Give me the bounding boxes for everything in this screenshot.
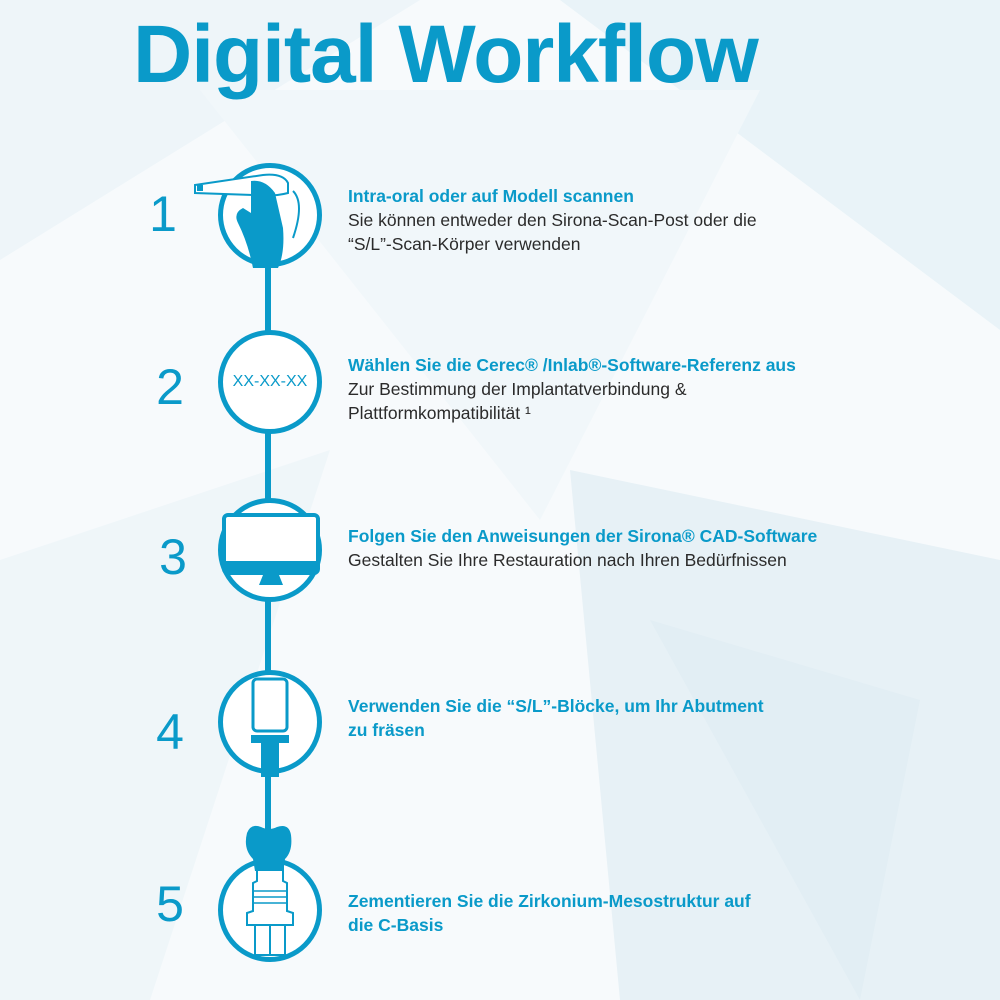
step-2-body-line: Plattformkompatibilität ¹ bbox=[348, 403, 531, 423]
step-1-body-line: Sie können entweder den Sirona-Scan-Post… bbox=[348, 210, 757, 230]
step-2-body-line: Zur Bestimmung der Implantatverbindung & bbox=[348, 379, 687, 399]
step-number-1: 1 bbox=[149, 186, 177, 242]
step-3-heading: Folgen Sie den Anweisungen der Sirona® C… bbox=[348, 526, 818, 546]
step-5-circle bbox=[218, 858, 322, 962]
monitor-icon bbox=[222, 513, 320, 585]
step-2-text: Wählen Sie die Cerec® /Inlab®-Software-R… bbox=[348, 353, 908, 425]
step-1-circle bbox=[194, 163, 322, 268]
milling-block-icon bbox=[251, 677, 289, 777]
step-3-body-line: Gestalten Sie Ihre Restauration nach Ihr… bbox=[348, 550, 787, 570]
hand-scanner-icon bbox=[194, 173, 300, 268]
step-5-heading-line: die C-Basis bbox=[348, 915, 444, 935]
step-1-text: Intra-oral oder auf Modell scannen Sie k… bbox=[348, 184, 908, 256]
step-4-circle bbox=[218, 670, 322, 777]
page-title: Digital Workflow bbox=[133, 9, 759, 100]
step-number-2: 2 bbox=[156, 359, 184, 415]
crown-icon bbox=[245, 825, 292, 871]
step-1-body-line: “S/L”-Scan-Körper verwenden bbox=[348, 234, 581, 254]
step-1-heading: Intra-oral oder auf Modell scannen bbox=[348, 186, 634, 206]
step-number-5: 5 bbox=[156, 876, 184, 932]
abutment-base-icon bbox=[246, 864, 294, 956]
step-3-circle bbox=[218, 498, 322, 602]
step-4-heading-line: Verwenden Sie die “S/L”-Blöcke, um Ihr A… bbox=[348, 696, 764, 716]
step-5-heading-line: Zementieren Sie die Zirkonium-Mesostrukt… bbox=[348, 891, 751, 911]
step-5-text: Zementieren Sie die Zirkonium-Mesostrukt… bbox=[348, 889, 908, 937]
step-2-circle: XX-XX-XX bbox=[218, 330, 322, 434]
step-3-text: Folgen Sie den Anweisungen der Sirona® C… bbox=[348, 524, 908, 572]
step-number-3: 3 bbox=[159, 529, 187, 585]
step-4-text: Verwenden Sie die “S/L”-Blöcke, um Ihr A… bbox=[348, 694, 908, 742]
step-4-heading-line: zu fräsen bbox=[348, 720, 425, 740]
step-2-heading: Wählen Sie die Cerec® /Inlab®-Software-R… bbox=[348, 355, 796, 375]
step-number-4: 4 bbox=[156, 704, 184, 760]
reference-code-icon: XX-XX-XX bbox=[232, 373, 308, 390]
